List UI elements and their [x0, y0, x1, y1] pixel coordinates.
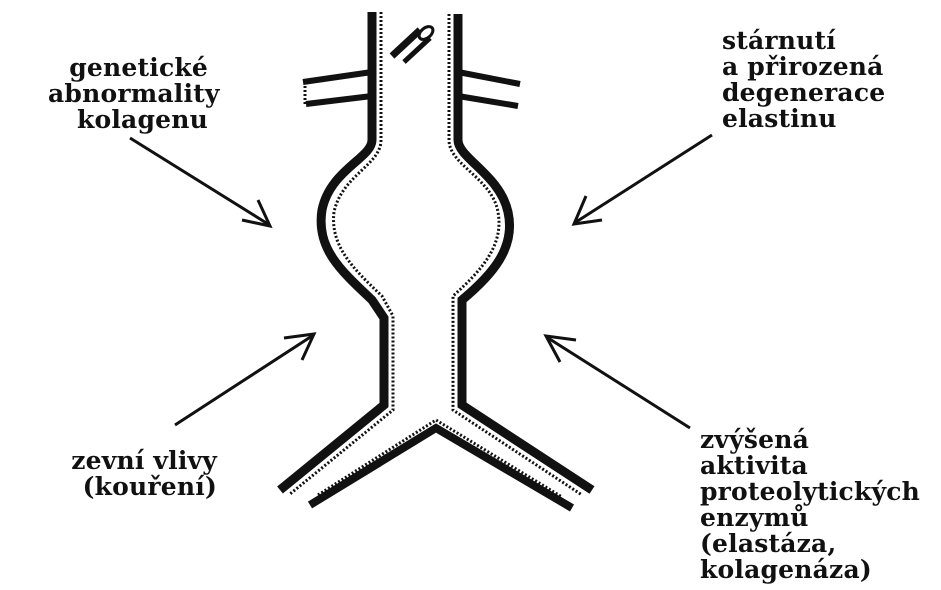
- right-branch-vessel: [458, 72, 520, 106]
- arrow-external: [175, 334, 314, 425]
- label-genetic-collagen-abnormalities: genetické abnormality kolagenu: [48, 55, 208, 133]
- arrow-enzyme: [546, 336, 690, 428]
- label-proteolytic-enzyme-activity: zvýšená aktivita proteolytických enzymů …: [700, 427, 920, 583]
- aorta-right-wall: [449, 14, 592, 495]
- label-external-factors-smoking: zevní vlivy (kouření): [42, 448, 217, 500]
- arrow-aging: [574, 135, 712, 224]
- aorta-left-wall: [280, 12, 393, 494]
- arrow-genetic: [130, 138, 270, 226]
- label-aging-elastin-degeneration: stárnutí a přirozená degenerace elastinu: [722, 28, 885, 132]
- cut-vessel-stub: [392, 24, 435, 62]
- left-branch-vessel: [303, 72, 372, 104]
